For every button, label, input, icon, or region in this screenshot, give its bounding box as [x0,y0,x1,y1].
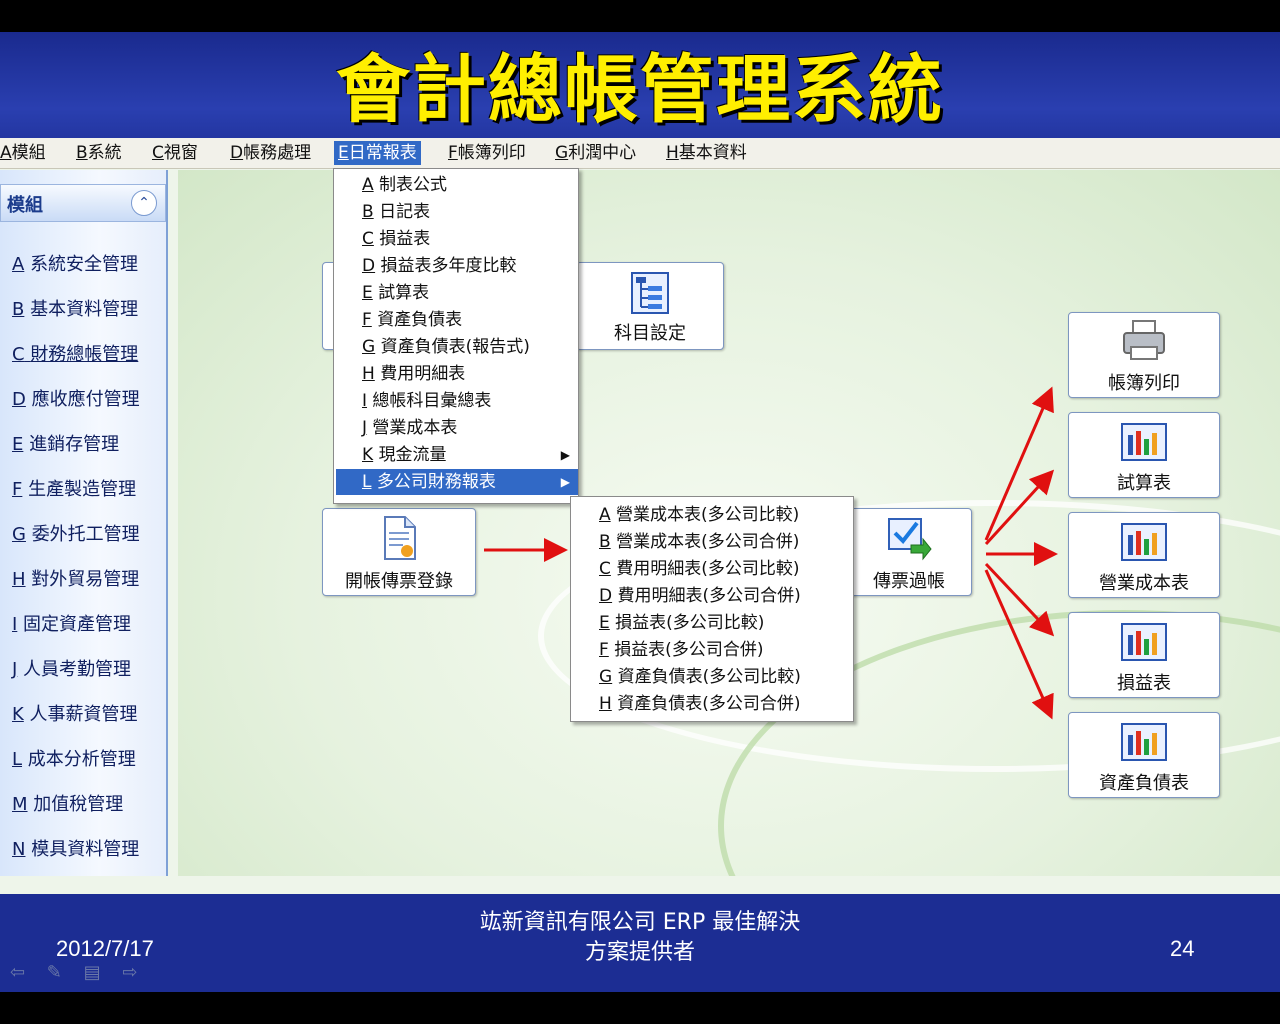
menu-bar: A模組 B系統 C視窗 D帳務處理 E日常報表 F帳簿列印 G利潤中心 H基本資… [0,138,1280,169]
account-setting-label: 科目設定 [614,323,686,344]
company-line-1: 竑新資訊有限公司 ERP 最佳解決 [479,910,801,935]
document-icon [384,516,416,560]
submenu-arrow-icon: ▶ [560,475,570,489]
menu-item-balance-sheet-report[interactable]: G 資產負債表(報告式) [362,337,530,357]
sidebar-item-payroll[interactable]: K 人事薪資管理 [12,704,138,725]
income-statement-tile[interactable]: 損益表 [1068,612,1220,698]
sidebar-item-attendance[interactable]: J 人員考勤管理 [12,659,132,680]
submenu-item-bs-merge[interactable]: H 資產負債表(多公司合併) [599,694,801,714]
submenu-item-opcost-compare[interactable]: A 營業成本表(多公司比較) [599,505,800,525]
sidebar-item-inventory[interactable]: E 進銷存管理 [12,434,120,455]
menu-item-journal[interactable]: B 日記表 [362,202,431,222]
menu-item-income-statement[interactable]: C 損益表 [362,229,431,249]
bar-chart-icon [1121,623,1167,661]
menu-item-report-formula[interactable]: A 制表公式 [362,175,448,195]
operating-cost-tile[interactable]: 營業成本表 [1068,512,1220,598]
balance-sheet-label: 資產負債表 [1099,773,1189,794]
posting-check-icon [888,518,932,561]
menu-window[interactable]: C視窗 [152,143,198,163]
submenu-item-income-compare[interactable]: E 損益表(多公司比較) [599,613,765,633]
trial-balance-tile[interactable]: 試算表 [1068,412,1220,498]
voucher-posting-label: 傳票過帳 [873,571,945,592]
multi-company-submenu: A 營業成本表(多公司比較) B 營業成本表(多公司合併) C 費用明細表(多公… [570,496,854,722]
arrow-to-income-statement [984,562,1055,637]
menu-daily-reports[interactable]: E日常報表 [334,141,421,165]
submenu-item-opcost-merge[interactable]: B 營業成本表(多公司合併) [599,532,800,552]
menu-item-expense-detail[interactable]: H 費用明細表 [362,364,466,384]
sidebar-item-fixed-assets[interactable]: I 固定資產管理 [12,614,132,635]
submenu-item-expense-merge[interactable]: D 費用明細表(多公司合併) [599,586,801,606]
menu-item-gl-summary[interactable]: I 總帳科目彙總表 [362,391,492,411]
submenu-arrow-icon: ▶ [560,448,570,462]
menu-item-operating-cost[interactable]: J 營業成本表 [362,418,458,438]
ledger-print-tile[interactable]: 帳簿列印 [1068,312,1220,398]
slide-nav-icons[interactable]: ⇦ ✎ ▤ ⇨ [10,962,146,983]
sidebar-item-basic-data[interactable]: B 基本資料管理 [12,299,139,320]
presentation-slide: 會計總帳管理系統 A模組 B系統 C視窗 D帳務處理 E日常報表 F帳簿列印 G… [0,32,1280,992]
bar-chart-icon [1121,723,1167,761]
voucher-entry-tile[interactable]: 開帳傳票登錄 [322,508,476,596]
trial-balance-label: 試算表 [1117,473,1171,494]
module-sidebar: 模組 ⌃ A 系統安全管理 B 基本資料管理 C 財務總帳管理 D 應收應付管理… [0,170,168,876]
account-setting-tile[interactable]: 科目設定 [576,262,724,350]
menu-item-trial-balance[interactable]: E 試算表 [362,283,430,303]
arrow-to-trial-balance [984,469,1055,546]
menu-item-cash-flow[interactable]: K 現金流量▶ [336,442,578,468]
voucher-entry-label: 開帳傳票登錄 [345,571,453,592]
menu-modules[interactable]: A模組 [0,143,46,163]
sidebar-item-system-security[interactable]: A 系統安全管理 [12,254,139,275]
bar-chart-icon [1121,423,1167,461]
sidebar-item-vat[interactable]: M 加值稅管理 [12,794,124,815]
slide-page-number: 24 [1170,936,1195,961]
sidebar-item-general-ledger[interactable]: C 財務總帳管理 [12,344,139,365]
arrow-to-balance-sheet [984,569,1054,720]
tree-chart-icon [631,272,669,314]
income-statement-label: 損益表 [1117,673,1171,694]
sidebar-item-cost-analysis[interactable]: L 成本分析管理 [12,749,136,770]
menu-system[interactable]: B系統 [76,143,122,163]
submenu-item-bs-compare[interactable]: G 資產負債表(多公司比較) [599,667,801,687]
voucher-posting-tile[interactable]: 傳票過帳 [846,508,972,596]
menu-item-income-multi-year[interactable]: D 損益表多年度比較 [362,256,517,276]
menu-item-multi-company[interactable]: L 多公司財務報表▶ [336,469,578,495]
menu-basic-data[interactable]: H基本資料 [666,143,747,163]
company-line-2: 方案提供者 [584,940,695,965]
sidebar-item-manufacturing[interactable]: F 生產製造管理 [12,479,137,500]
submenu-item-income-merge[interactable]: F 損益表(多公司合併) [599,640,764,660]
sidebar-item-ar-ap[interactable]: D 應收應付管理 [12,389,140,410]
printer-icon [1123,320,1165,360]
sidebar-title: 模組 [7,195,43,216]
slide-company: 竑新資訊有限公司 ERP 最佳解決 方案提供者 [420,908,860,968]
sidebar-header: 模組 ⌃ [0,184,166,222]
sidebar-item-mold-data[interactable]: N 模具資料管理 [12,839,140,860]
sidebar-item-foreign-trade[interactable]: H 對外貿易管理 [12,569,140,590]
ledger-print-label: 帳簿列印 [1108,373,1180,394]
menu-ledger-print[interactable]: F帳簿列印 [448,143,526,163]
sidebar-item-outsourcing[interactable]: G 委外托工管理 [12,524,140,545]
slide-date: 2012/7/17 [56,936,154,961]
menu-accounting[interactable]: D帳務處理 [230,143,312,163]
submenu-item-expense-compare[interactable]: C 費用明細表(多公司比較) [599,559,800,579]
erp-screenshot: A模組 B系統 C視窗 D帳務處理 E日常報表 F帳簿列印 G利潤中心 H基本資… [0,138,1280,894]
slide-title: 會計總帳管理系統 [336,47,944,133]
daily-reports-dropdown: A 制表公式 B 日記表 C 損益表 D 損益表多年度比較 E 試算表 F 資產… [333,168,579,504]
balance-sheet-tile[interactable]: 資產負債表 [1068,712,1220,798]
bar-chart-icon [1121,523,1167,561]
arrow-to-ledger-print [984,386,1054,541]
workflow-arrows [484,386,1058,720]
operating-cost-label: 營業成本表 [1099,573,1189,594]
menu-profit-center[interactable]: G利潤中心 [555,143,637,163]
collapse-icon[interactable]: ⌃ [131,190,157,216]
menu-item-balance-sheet[interactable]: F 資產負債表 [362,310,463,330]
